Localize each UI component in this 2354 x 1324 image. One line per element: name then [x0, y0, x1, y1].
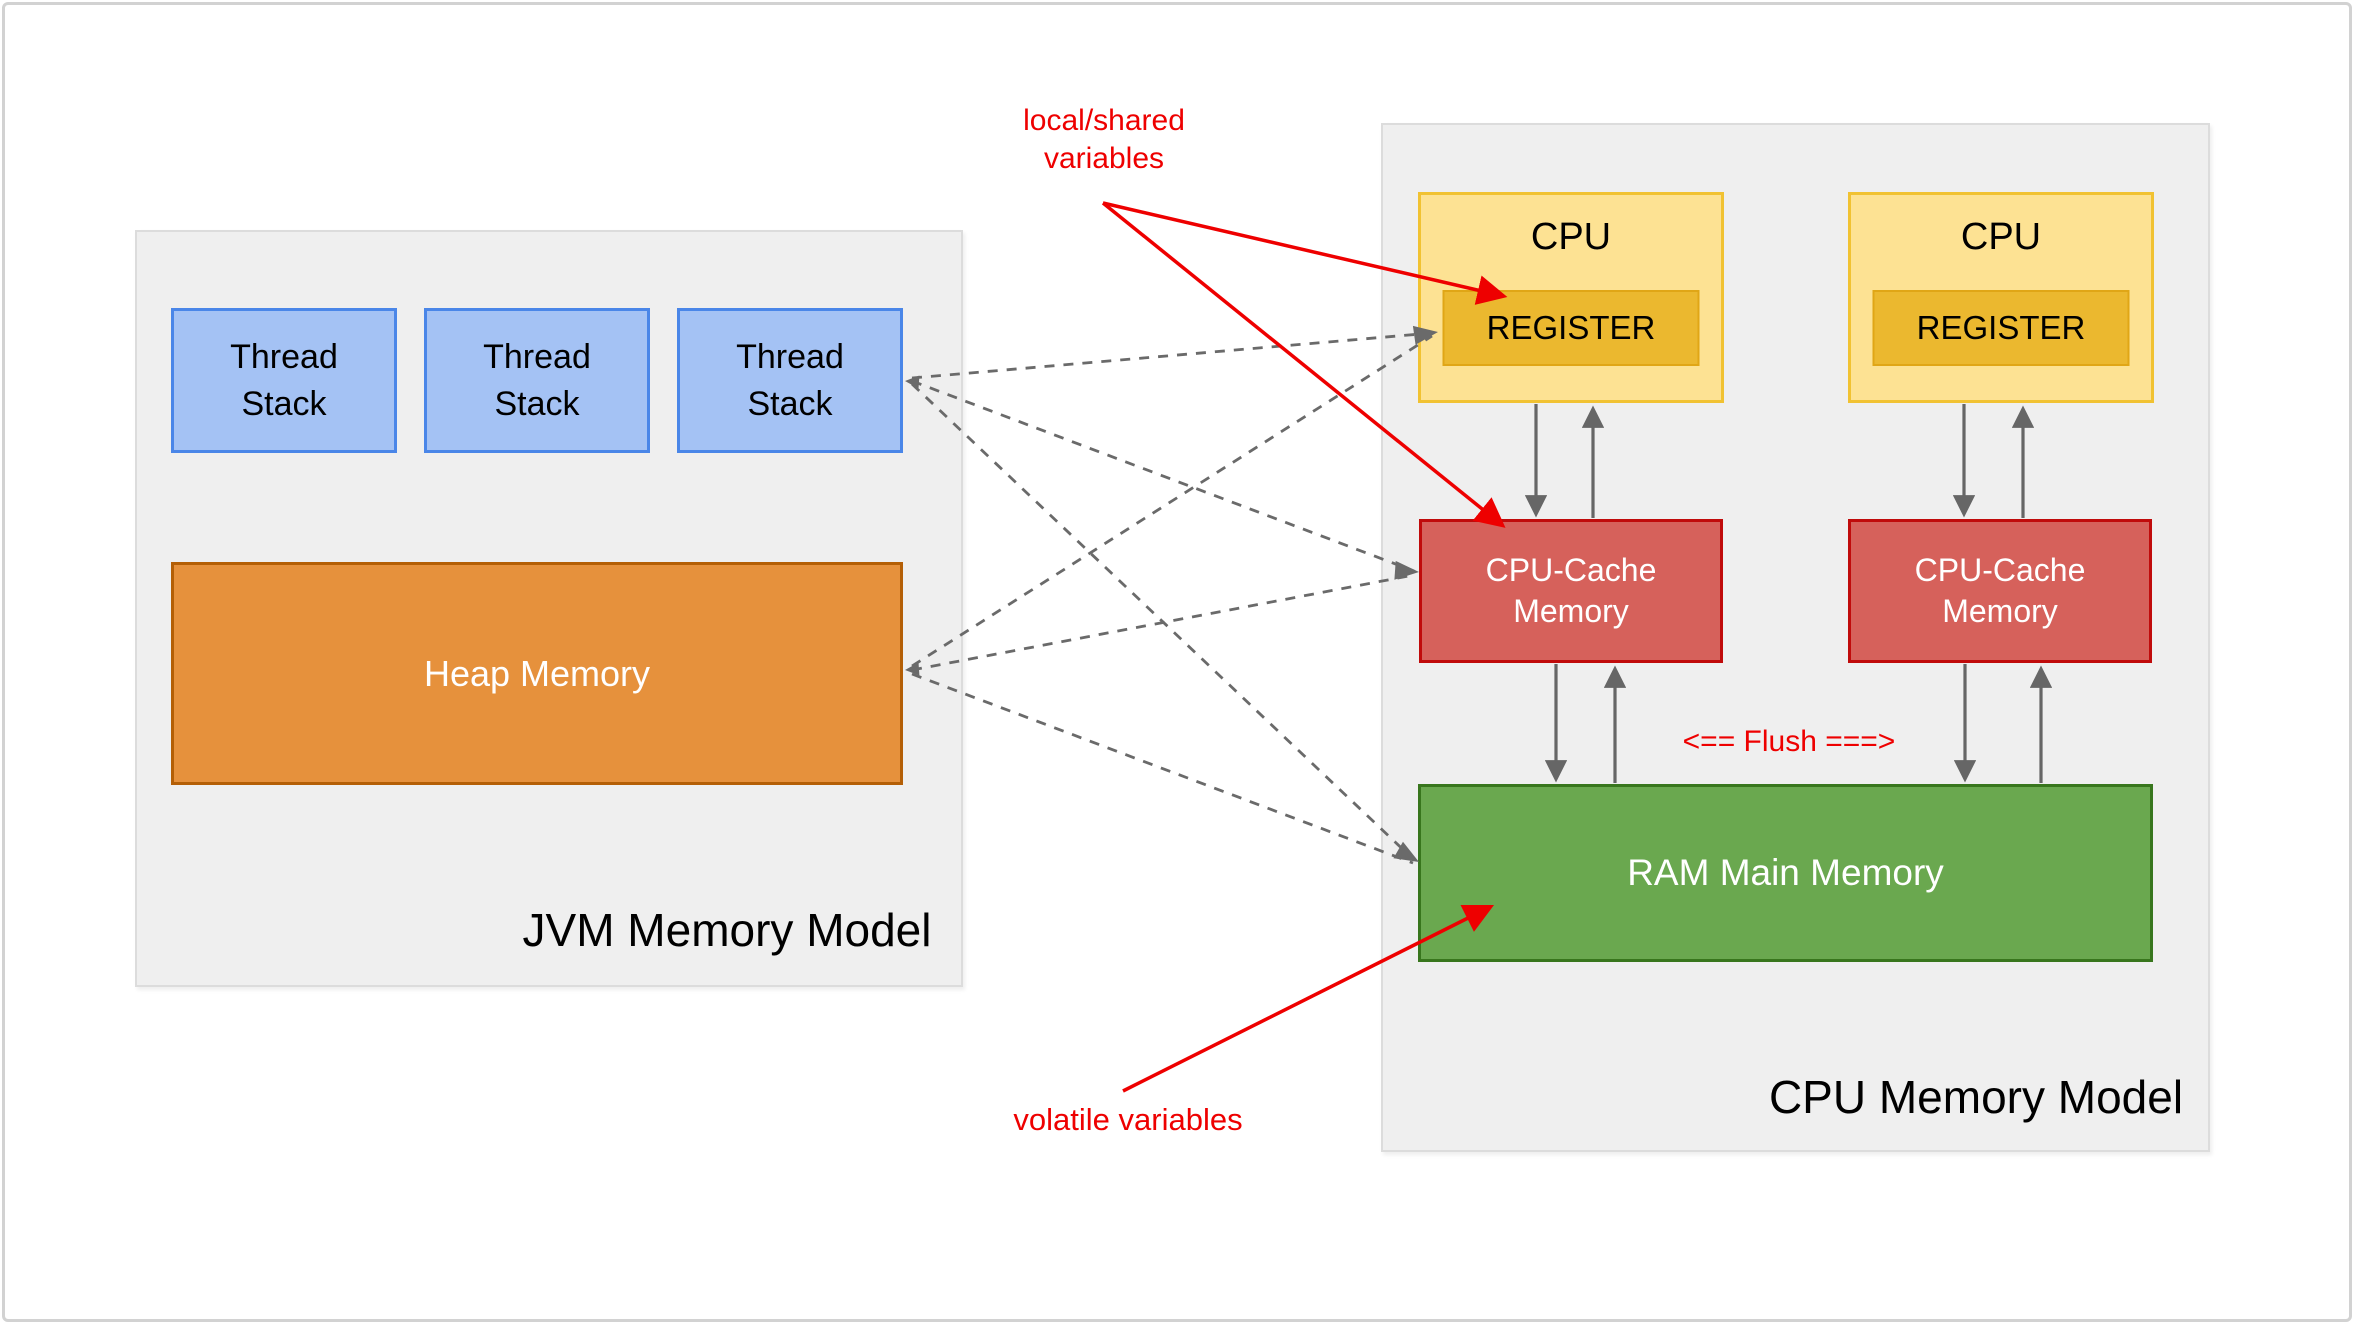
dashed-line-heap-to-register	[911, 334, 1433, 668]
annotation-line2: variables	[1043, 142, 1165, 175]
thread-stack-label-line1: Thread	[736, 337, 844, 376]
cpu-cache-memory-box-2: CPU-Cache Memory	[1848, 519, 2152, 663]
heap-memory-label: Heap Memory	[423, 652, 651, 694]
cpu-title: CPU	[1530, 216, 1612, 258]
dashed-line-heap-to-ram	[911, 672, 1414, 865]
thread-stack-box-1: Thread Stack	[171, 308, 397, 453]
cpu-memory-model-title: CPU Memory Model	[1768, 1071, 2184, 1123]
cpu-box-1: CPU REGISTER	[1418, 192, 1724, 403]
thread-stack-label-line1: Thread	[230, 337, 338, 376]
cache-label-line1: CPU-Cache	[1914, 552, 2086, 588]
heap-memory-box: Heap Memory	[171, 562, 903, 785]
dashed-arrowheads	[905, 325, 1438, 862]
register-label: REGISTER	[1916, 309, 2086, 346]
thread-stack-label-line2: Stack	[747, 384, 833, 423]
dashed-line-stack-to-cache	[911, 379, 1415, 573]
thread-stack-label-line2: Stack	[241, 384, 327, 423]
dashed-line-heap-to-cache	[911, 573, 1415, 672]
dashed-connectors	[911, 331, 1433, 865]
cache-label-line1: CPU-Cache	[1485, 552, 1657, 588]
annotation-line1: local/shared	[1023, 104, 1185, 137]
jvm-memory-model-title: JVM Memory Model	[522, 904, 932, 956]
volatile-variables-annotation: volatile variables	[1013, 1102, 1243, 1137]
cache-label-line2: Memory	[1513, 593, 1629, 629]
flush-annotation: <== Flush ===>	[1682, 725, 1896, 758]
thread-stack-label-line1: Thread	[483, 337, 591, 376]
thread-stack-box-3: Thread Stack	[677, 308, 903, 453]
cpu-box-2: CPU REGISTER	[1848, 192, 2154, 403]
ram-label: RAM Main Memory	[1627, 852, 1944, 893]
register-box-2: REGISTER	[1872, 290, 2130, 366]
cpu-title: CPU	[1960, 216, 2042, 258]
cpu-cache-memory-box-1: CPU-Cache Memory	[1419, 519, 1723, 663]
dashed-line-stack-to-ram	[911, 382, 1414, 861]
thread-stack-box-2: Thread Stack	[424, 308, 650, 453]
thread-stack-label-line2: Stack	[494, 384, 580, 423]
ram-main-memory-box: RAM Main Memory	[1418, 784, 2153, 962]
cache-label-line2: Memory	[1942, 593, 2058, 629]
register-label: REGISTER	[1486, 309, 1656, 346]
local-shared-variables-annotation: local/shared variables	[1023, 102, 1185, 178]
dashed-line-stack-to-register	[911, 331, 1433, 380]
register-box-1: REGISTER	[1442, 290, 1700, 366]
